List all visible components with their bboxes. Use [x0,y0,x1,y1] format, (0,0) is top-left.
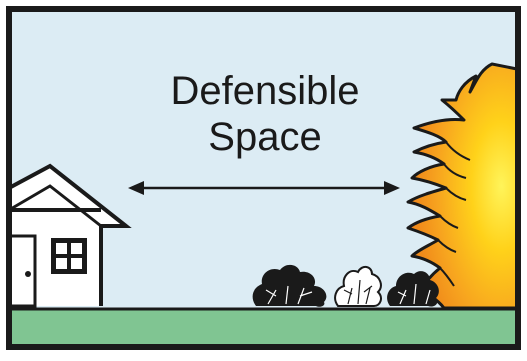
shrub-dark-left [252,264,327,307]
wildfire-flames [406,62,516,310]
caption: Defensible Space [150,68,380,160]
ground [9,309,518,347]
flame-detail [437,141,471,287]
diagram-frame [6,6,521,350]
doorknob [25,271,31,277]
house-window [51,238,87,274]
arrowhead-left [128,181,144,195]
arrowhead-right [384,181,400,195]
caption-line-1: Defensible [170,69,360,113]
house-icon [7,163,132,308]
caption-line-2: Space [208,115,322,159]
double-headed-arrow [128,181,400,195]
door [7,234,37,308]
shrub-dark-right [387,271,439,307]
shrub-light [334,266,382,307]
